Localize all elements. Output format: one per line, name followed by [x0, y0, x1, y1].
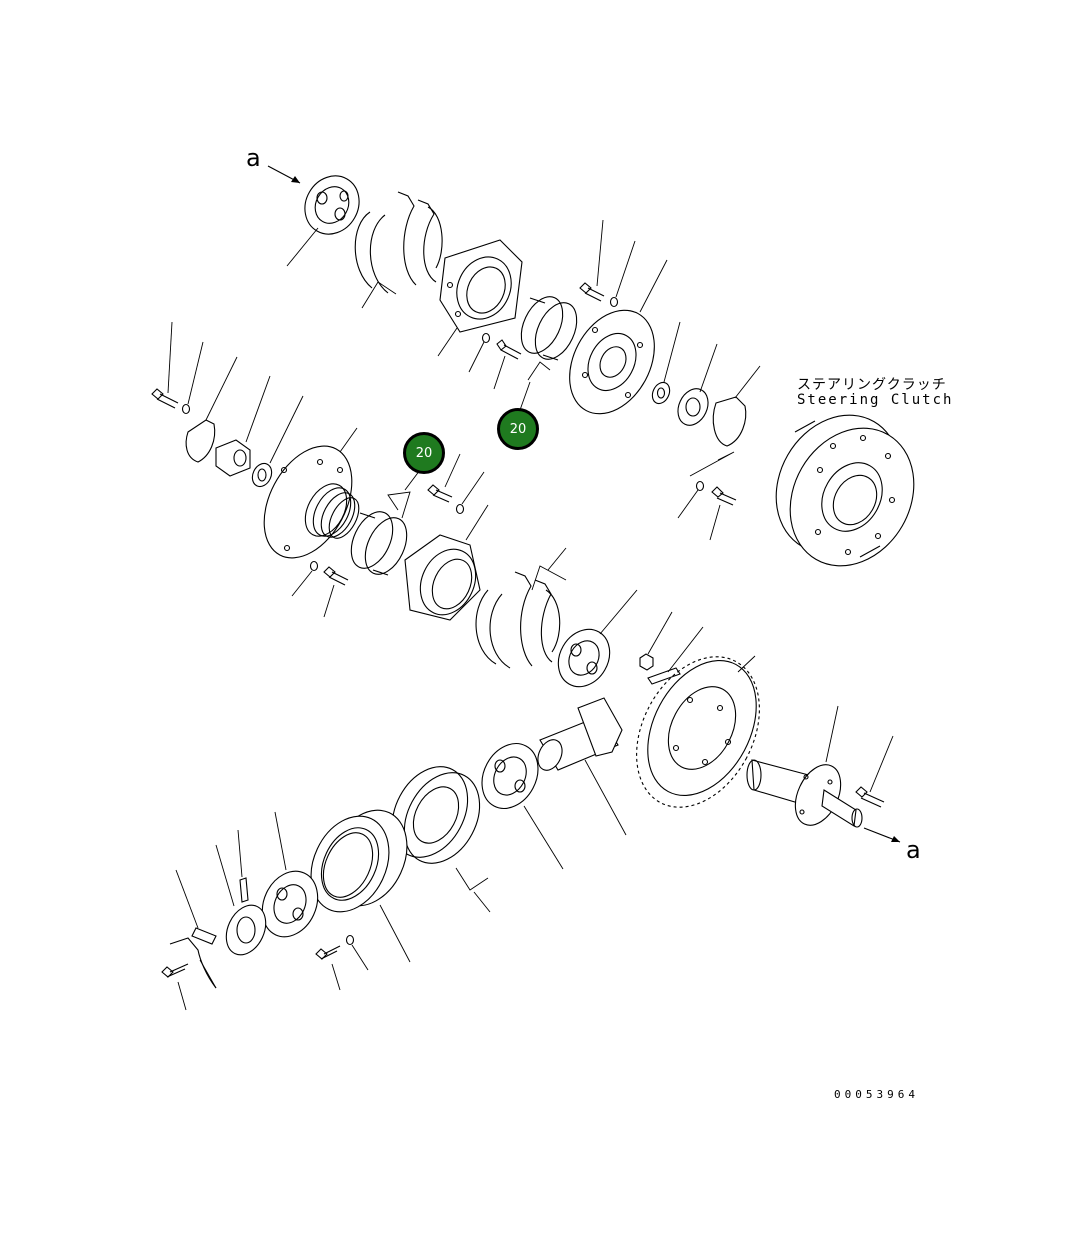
- pin-lower: [237, 829, 249, 903]
- arrow-a-bottom: [863, 827, 901, 843]
- collar-ring-upper-right: [651, 321, 761, 447]
- steering-clutch-label-jp: ステアリングクラッチ: [797, 377, 947, 393]
- washer-left: [251, 395, 304, 488]
- bearing-top: [286, 175, 360, 267]
- bevel-gear: [636, 655, 760, 808]
- bearing-lower-left: [261, 811, 319, 938]
- callout-20-right[interactable]: 20: [497, 408, 539, 450]
- pinion-shaft: [537, 697, 627, 836]
- bolt-washer-lower: [315, 934, 369, 991]
- washer-bolt-middle-left: [291, 560, 349, 618]
- nut-and-lock-middle: [639, 611, 704, 685]
- washer-bolt-top: [468, 332, 522, 390]
- marker-a-bottom: a: [906, 836, 921, 864]
- lock-plate-lower: [169, 869, 217, 989]
- shim-set-middle: [475, 547, 567, 669]
- seal-ring-middle: [350, 469, 421, 576]
- retainer-lower: [215, 844, 267, 956]
- bolt-washer-middle: [427, 453, 485, 515]
- cage-middle: [404, 504, 489, 621]
- steering-clutch-label-en: Steering Clutch: [797, 392, 954, 408]
- callout-20-left[interactable]: 20: [403, 432, 445, 474]
- bearing-middle: [557, 589, 638, 688]
- bearing-lower: [481, 743, 564, 870]
- bolt-lower-left: [161, 963, 189, 1011]
- steering-clutch: [775, 414, 915, 567]
- bolt-washer-clutch: [677, 451, 737, 541]
- seal-ring-top: [519, 296, 578, 411]
- marker-a-top: a: [246, 144, 261, 172]
- drawing-number: 00053964: [834, 1088, 919, 1101]
- nut-left: [215, 375, 271, 477]
- bolt-washer-left: [151, 321, 204, 415]
- flange-top: [569, 259, 668, 415]
- housing-lower: [310, 809, 411, 963]
- flange-middle: [263, 427, 360, 559]
- shim-set-top: [354, 191, 443, 309]
- cage-top: [437, 239, 523, 357]
- arrow-a-top: [267, 165, 301, 184]
- output-shaft: [746, 705, 894, 828]
- bolt-washer-upper-right: [579, 219, 636, 308]
- lock-plate-left: [185, 356, 238, 463]
- shim-set-lower: [391, 766, 491, 913]
